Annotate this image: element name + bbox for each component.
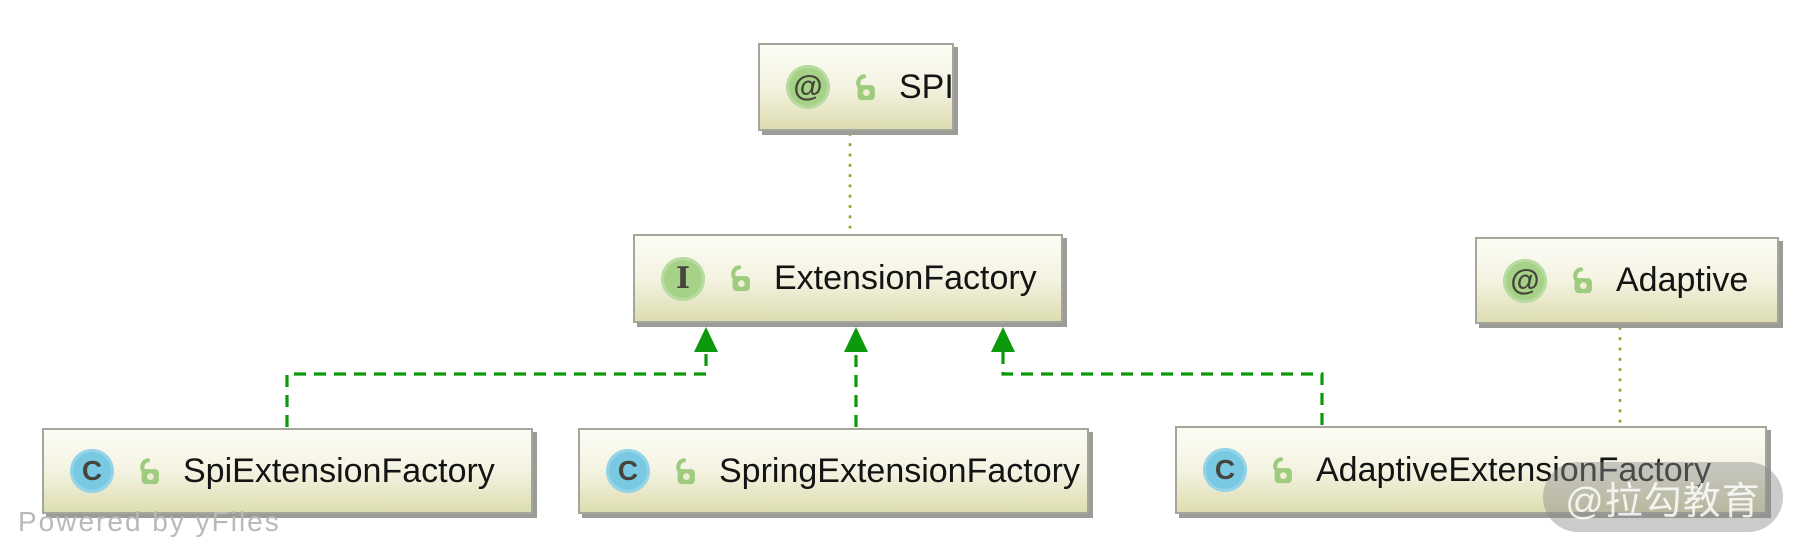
unlock-icon	[722, 263, 753, 294]
annotation-icon: @	[786, 65, 830, 109]
annotation-icon: @	[1503, 258, 1547, 303]
class-node-spi-extension-factory[interactable]: C SpiExtensionFactory	[42, 428, 533, 514]
node-label: ExtensionFactory	[774, 259, 1037, 297]
edge-adaptiveextensionfactory-to-extensionfactory[interactable]	[1001, 352, 1324, 425]
edge-spiextensionfactory-to-extensionfactory[interactable]	[285, 352, 708, 427]
class-icon: C	[1203, 448, 1247, 492]
class-node-spring-extension-factory[interactable]: C SpringExtensionFactory	[578, 428, 1089, 514]
annotation-node-spi[interactable]: @ SPI	[758, 43, 954, 131]
node-label: SPI	[899, 67, 954, 106]
unlock-icon	[667, 456, 698, 487]
unlock-icon	[1264, 455, 1295, 486]
realization-arrowhead	[694, 327, 718, 352]
interface-icon: I	[661, 256, 705, 301]
realization-arrowhead	[844, 327, 868, 352]
class-icon: C	[606, 449, 650, 493]
annotation-node-adaptive[interactable]: @ Adaptive	[1475, 237, 1779, 324]
node-label: AdaptiveExtensionFactory	[1316, 450, 1711, 489]
realization-arrowhead	[991, 327, 1015, 352]
unlock-icon	[131, 456, 162, 487]
unlock-icon	[847, 72, 878, 103]
powered-by-yfiles-watermark: Powered by yFiles	[18, 506, 281, 537]
interface-node-extension-factory[interactable]: I ExtensionFactory	[633, 234, 1063, 323]
node-label: SpiExtensionFactory	[183, 451, 495, 490]
class-icon: C	[70, 449, 114, 493]
node-label: SpringExtensionFactory	[719, 451, 1080, 490]
unlock-icon	[1564, 265, 1595, 296]
class-node-adaptive-extension-factory[interactable]: C AdaptiveExtensionFactory	[1175, 426, 1767, 514]
node-label: Adaptive	[1616, 261, 1749, 299]
lagou-edu-watermark-badge: @拉勾教育	[1543, 462, 1783, 532]
